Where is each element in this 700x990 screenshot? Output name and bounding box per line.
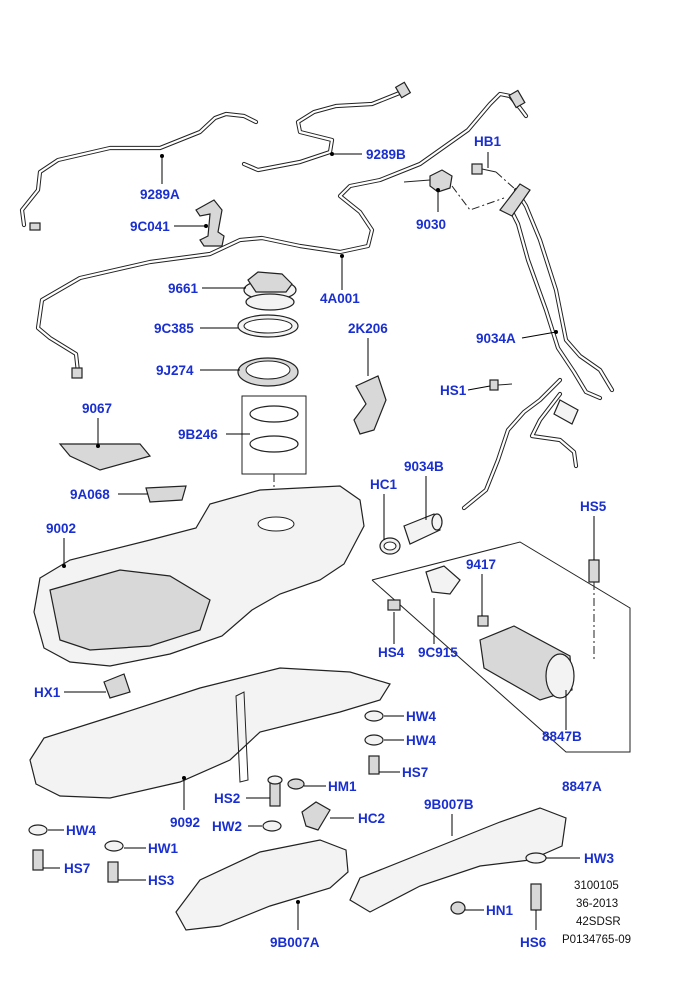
screw-HS7-left bbox=[32, 849, 44, 871]
label-HC2: HC2 bbox=[358, 811, 385, 826]
label-9661: 9661 bbox=[168, 281, 199, 296]
label-9B246: 9B246 bbox=[178, 427, 218, 442]
label-HW4-upper: HW4 bbox=[406, 709, 436, 724]
label-9289A: 9289A bbox=[140, 187, 180, 202]
label-HS1: HS1 bbox=[440, 383, 467, 398]
screw-HS3 bbox=[107, 861, 119, 883]
label-HX1: HX1 bbox=[34, 685, 61, 700]
label-9C385: 9C385 bbox=[154, 321, 194, 336]
label-2K206: 2K206 bbox=[348, 321, 388, 336]
label-HS2: HS2 bbox=[214, 791, 240, 806]
washer-HW4-lower bbox=[28, 824, 48, 836]
label-4A001: 4A001 bbox=[320, 291, 360, 306]
heat-shield-9092 bbox=[29, 667, 391, 799]
label-HB1: HB1 bbox=[474, 134, 501, 149]
bracket-9C041 bbox=[195, 199, 225, 247]
washer-HW4-upper bbox=[364, 710, 384, 722]
screw-HS2 bbox=[267, 775, 283, 807]
reference-line-3: 42SDSR bbox=[576, 916, 621, 928]
screw-HS7-right bbox=[368, 755, 380, 775]
label-9C915: 9C915 bbox=[418, 645, 458, 660]
washer-HW2 bbox=[262, 820, 282, 832]
label-9B007A: 9B007A bbox=[270, 935, 320, 950]
label-9092: 9092 bbox=[170, 815, 200, 830]
label-9002: 9002 bbox=[46, 521, 76, 536]
reference-line-4: P0134765-09 bbox=[562, 934, 631, 946]
label-HW4-lower: HW4 bbox=[66, 823, 96, 838]
leader-lines bbox=[43, 152, 595, 930]
washer-HW4-middle bbox=[364, 734, 384, 746]
reference-block: 3100105 36-2013 42SDSR P0134765-09 bbox=[562, 880, 631, 946]
label-HS6: HS6 bbox=[520, 935, 547, 950]
label-9067: 9067 bbox=[82, 401, 112, 416]
label-HM1: HM1 bbox=[328, 779, 357, 794]
lock-ring-9J274 bbox=[237, 357, 299, 387]
fuel-line-9289B bbox=[241, 81, 412, 173]
reference-line-1: 3100105 bbox=[574, 880, 619, 892]
fuel-line-4A001 bbox=[35, 89, 529, 379]
heat-shield-9B007B bbox=[349, 807, 567, 913]
hose-9034B bbox=[403, 513, 443, 545]
label-HS4: HS4 bbox=[378, 645, 405, 660]
screw-HS6 bbox=[530, 883, 542, 911]
fuel-pump-9661 bbox=[243, 271, 297, 311]
label-HW2: HW2 bbox=[212, 819, 242, 834]
label-9417: 9417 bbox=[466, 557, 496, 572]
label-9289B: 9289B bbox=[366, 147, 406, 162]
clip-HC2 bbox=[301, 801, 331, 831]
label-8847B: 8847B bbox=[542, 729, 582, 744]
label-HN1: HN1 bbox=[486, 903, 513, 918]
washer-HW1 bbox=[104, 840, 124, 852]
fuel-tank-9002 bbox=[33, 485, 365, 667]
heat-shield-9B007A bbox=[175, 839, 349, 931]
label-HS3: HS3 bbox=[148, 873, 175, 888]
nut-HN1 bbox=[450, 901, 466, 915]
label-9A068: 9A068 bbox=[70, 487, 110, 502]
nut-HM1 bbox=[287, 778, 305, 790]
label-9030: 9030 bbox=[416, 217, 446, 232]
label-9C041: 9C041 bbox=[130, 219, 170, 234]
part-labels: 9289A 9289B HB1 9C041 9030 9661 4A001 9C… bbox=[34, 134, 614, 950]
canister-assembly-8847A bbox=[371, 541, 631, 753]
pad-9067 bbox=[58, 443, 152, 471]
pad-9A068 bbox=[145, 485, 187, 503]
label-HC1: HC1 bbox=[370, 477, 397, 492]
reference-line-2: 36-2013 bbox=[576, 898, 618, 910]
seal-ring-9C385 bbox=[237, 314, 299, 338]
washer-HW3 bbox=[525, 852, 547, 864]
label-HW1: HW1 bbox=[148, 841, 178, 856]
filler-neck-9034A bbox=[461, 183, 615, 511]
label-HS7-right: HS7 bbox=[402, 765, 428, 780]
screw-HS1 bbox=[489, 379, 513, 391]
clip-HC1 bbox=[379, 537, 401, 555]
label-8847A: 8847A bbox=[562, 779, 602, 794]
fuel-line-9289A bbox=[19, 111, 259, 231]
label-HS5: HS5 bbox=[580, 499, 607, 514]
bracket-2K206 bbox=[353, 375, 387, 435]
label-9B007B: 9B007B bbox=[424, 797, 474, 812]
label-9034B: 9034B bbox=[404, 459, 444, 474]
label-9J274: 9J274 bbox=[156, 363, 194, 378]
seal-set-9B246 bbox=[241, 395, 307, 512]
label-HW4-middle: HW4 bbox=[406, 733, 436, 748]
label-9034A: 9034A bbox=[476, 331, 516, 346]
label-HS7-left: HS7 bbox=[64, 861, 90, 876]
label-HW3: HW3 bbox=[584, 851, 614, 866]
bolt-HB1 bbox=[471, 163, 517, 191]
vent-valve-9030 bbox=[403, 169, 505, 211]
